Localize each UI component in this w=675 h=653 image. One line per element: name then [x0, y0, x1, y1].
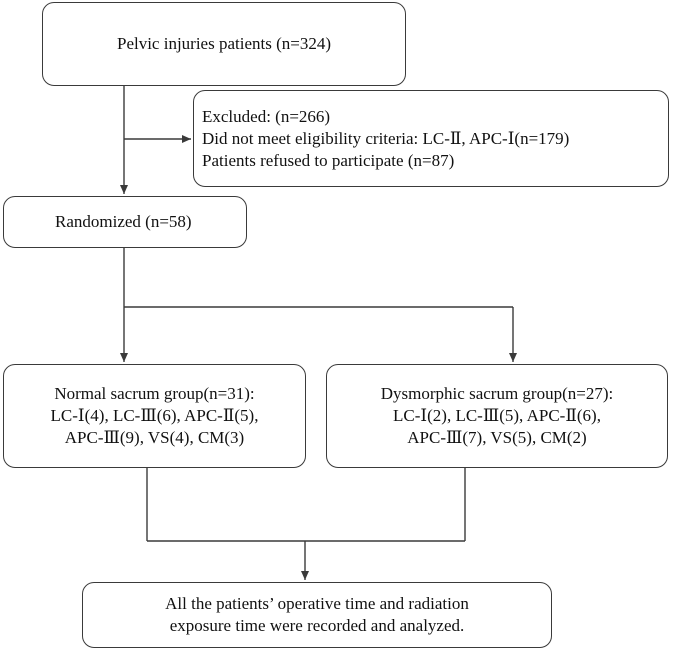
dysmorphic-line-1: Dysmorphic sacrum group(n=27): — [380, 384, 614, 403]
dysmorphic-line-2: LC-Ⅰ(2), LC-Ⅲ(5), APC-Ⅱ(6), — [393, 406, 601, 425]
excluded-line-2: Did not meet eligibility criteria: LC-Ⅱ,… — [202, 128, 570, 148]
dysmorphic-line-3: APC-Ⅲ(7), VS(5), CM(2) — [407, 428, 587, 447]
final-analysis-box: All the patients’ operative time and rad… — [82, 582, 552, 648]
excluded-line-3: Patients refused to participate (n=87) — [202, 150, 455, 170]
dysmorphic-sacrum-box: Dysmorphic sacrum group(n=27): LC-Ⅰ(2), … — [326, 364, 668, 468]
normal-sacrum-box: Normal sacrum group(n=31): LC-Ⅰ(4), LC-Ⅲ… — [3, 364, 306, 468]
randomized-box: Randomized (n=58) — [3, 196, 247, 248]
normal-line-3: APC-Ⅲ(9), VS(4), CM(3) — [64, 428, 245, 447]
normal-line-2: LC-Ⅰ(4), LC-Ⅲ(6), APC-Ⅱ(5), — [50, 406, 259, 425]
final-line-1: All the patients’ operative time and rad… — [165, 594, 469, 613]
normal-line-1: Normal sacrum group(n=31): — [54, 384, 255, 403]
excluded-line-1: Excluded: (n=266) — [202, 106, 331, 126]
final-line-2: exposure time were recorded and analyzed… — [169, 616, 465, 635]
randomized-text: Randomized (n=58) — [55, 212, 192, 231]
total-patients-text: Pelvic injuries patients (n=324) — [116, 34, 332, 53]
excluded-box: Excluded: (n=266) Did not meet eligibili… — [193, 90, 669, 187]
total-patients-box: Pelvic injuries patients (n=324) — [42, 2, 406, 86]
